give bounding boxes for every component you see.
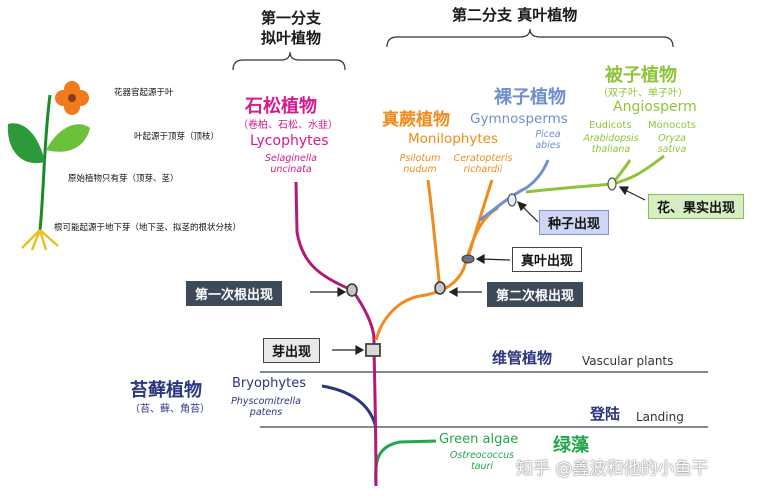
monocots-label: Monocots (648, 120, 696, 131)
bryophytes-examples: （苔、藓、角苔） (130, 404, 210, 415)
plant-illustration (7, 81, 90, 251)
note-root: 根可能起源于地下芽（地下茎、拟茎的根状分枝） (54, 223, 242, 233)
euphyllophyte-trunk (374, 206, 499, 341)
green-algae-en: Green algae (439, 432, 519, 447)
monilophytes-en: Monilophytes (408, 131, 498, 147)
angiosperm-examples: （双子叶、单子叶） (598, 88, 688, 99)
vascular-cn: 维管植物 (492, 349, 553, 367)
bud-box: 芽出现 (263, 338, 321, 363)
lycophytes-en: Lycophytes (250, 133, 329, 149)
note-flower: 花器官起源于叶 (114, 88, 174, 98)
lycophytes-cn: 石松植物 (245, 96, 317, 117)
vascular-en: Vascular plants (582, 354, 674, 368)
main-trunk (350, 289, 378, 487)
true-leaf-node (461, 254, 475, 264)
eudicots-label: Eudicots (589, 120, 632, 131)
second-root-node (434, 281, 446, 295)
branch2-title: 第二分支 真叶植物 (452, 6, 578, 24)
landing-en: Landing (636, 410, 684, 424)
lycophytes-examples: （卷柏、石松、水韭） (238, 120, 338, 131)
lycophytes-branch (294, 181, 353, 292)
bryophytes-branch (321, 384, 378, 429)
seed-box: 种子出现 (539, 210, 610, 235)
bryophytes-en: Bryophytes (232, 376, 306, 391)
green-algae-branch (374, 439, 437, 487)
first-root-node (346, 283, 358, 297)
bud-node (365, 343, 381, 357)
landing-cn: 登陆 (590, 405, 621, 423)
gymnosperms-cn: 裸子植物 (494, 87, 566, 108)
flower-fruit-box: 花、果实出现 (648, 194, 745, 219)
first-root-box: 第一次根出现 (186, 281, 283, 306)
bryophytes-cn: 苔藓植物 (130, 380, 202, 401)
seed-node (507, 193, 517, 207)
green-algae-cn: 绿藻 (553, 435, 589, 456)
second-root-box: 第二次根出现 (487, 282, 584, 307)
branch1-brace (232, 51, 346, 71)
note-bud: 原始植物只有芽（顶芽、茎） (68, 174, 179, 184)
branch2-brace (386, 28, 674, 48)
gymnosperm-branch (479, 159, 550, 222)
angiosperm-en: Angiosperm (613, 99, 697, 115)
monilophytes-cn: 真蕨植物 (382, 110, 450, 130)
gymnosperms-en: Gymnosperms (470, 111, 568, 127)
angiosperm-cn: 被子植物 (605, 65, 677, 86)
psilotum-branch (426, 179, 442, 291)
flower-node (607, 177, 617, 191)
watermark: 知乎 @鑫波和他的小鱼干 (516, 459, 709, 479)
true-leaf-box: 真叶出现 (512, 247, 583, 272)
note-leaf: 叶起源于顶芽（顶枝） (134, 132, 220, 142)
ceratopteris-branch (466, 179, 494, 259)
branch1-title: 第一分支 拟叶植物 (260, 9, 321, 47)
